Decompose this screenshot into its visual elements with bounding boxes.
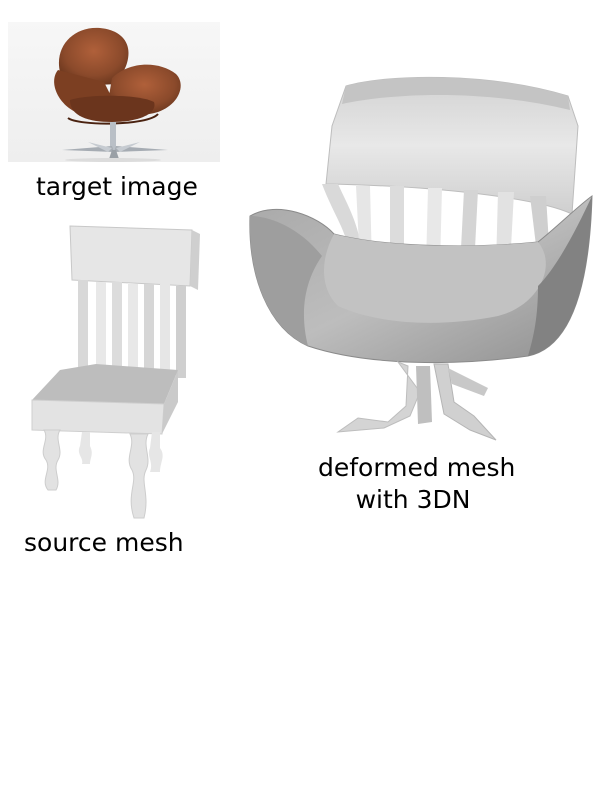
- target-image-caption: target image: [36, 172, 198, 201]
- source-chair-spindles: [78, 280, 186, 378]
- source-chair-legs: [42, 429, 163, 519]
- deformed-caption-line1: deformed mesh: [318, 453, 516, 482]
- source-chair-backrest: [69, 225, 200, 290]
- deformed-chair-seat-shell: [249, 195, 593, 364]
- deformed-caption-line2: with 3DN: [355, 485, 471, 514]
- deformed-mesh-caption: deformed mesh with 3DN: [318, 452, 516, 516]
- source-mesh-render: [31, 225, 200, 519]
- deformed-mesh-render: [249, 76, 593, 441]
- deformed-chair-base: [336, 360, 497, 441]
- source-mesh-caption: source mesh: [24, 528, 184, 557]
- swivel-base: [62, 122, 168, 162]
- target-image: [8, 22, 220, 162]
- source-chair-seat: [31, 364, 178, 435]
